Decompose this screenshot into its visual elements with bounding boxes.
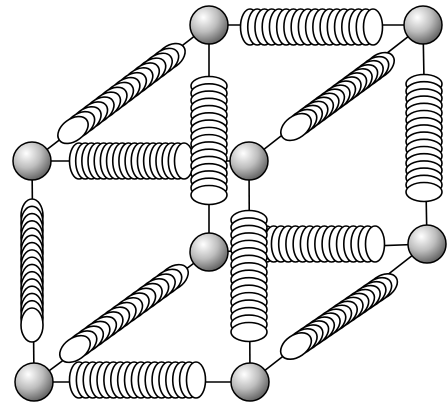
sphere-node-n4 <box>229 141 269 181</box>
spring-coil-loop <box>190 184 228 206</box>
spring-coil-loop <box>57 115 89 145</box>
spring-coil-loop <box>405 181 443 203</box>
springs-layer <box>20 8 443 399</box>
spring-coil-loop <box>185 361 207 399</box>
sphere-node-n5 <box>189 232 229 272</box>
sphere-node-n6 <box>407 224 447 264</box>
sphere-node-n8 <box>230 362 270 402</box>
sphere-node-n1 <box>189 5 229 45</box>
spring-coil-loop <box>20 307 44 343</box>
spring-s11 <box>68 361 207 399</box>
spring-s9 <box>230 209 268 343</box>
spring-coil-loop <box>362 8 384 46</box>
spring-s4 <box>68 142 195 180</box>
spring-coil-loop <box>230 321 268 343</box>
spring-s12 <box>20 198 44 343</box>
spring-coil-loop <box>279 331 313 361</box>
sphere-node-n3 <box>12 141 52 181</box>
spring-coil-loop <box>58 334 92 364</box>
spring-s3 <box>280 51 395 142</box>
spring-s5 <box>190 75 228 206</box>
spring-s1 <box>239 8 384 46</box>
spring-coil-loop <box>364 225 386 263</box>
spring-coil-loop <box>280 112 312 142</box>
spring-s6 <box>405 73 443 203</box>
nodes-layer <box>12 5 447 402</box>
spring-s8 <box>58 263 190 364</box>
sphere-node-n2 <box>403 5 443 45</box>
spring-s2 <box>57 42 186 145</box>
sphere-node-n7 <box>14 362 54 402</box>
spring-s10 <box>279 272 399 361</box>
